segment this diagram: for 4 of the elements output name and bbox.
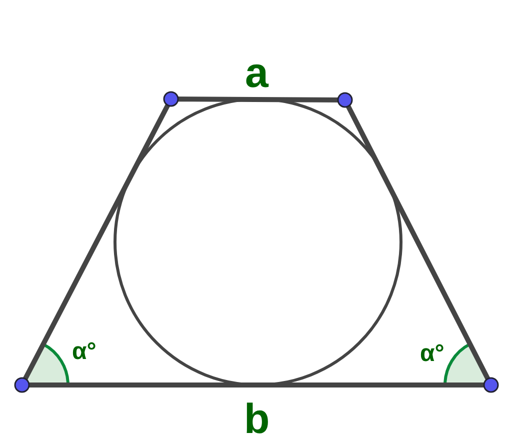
angle-label: α° [420,342,444,366]
angle-label: α° [72,340,96,364]
side-label: b [244,398,270,440]
side-label: a [245,52,268,94]
